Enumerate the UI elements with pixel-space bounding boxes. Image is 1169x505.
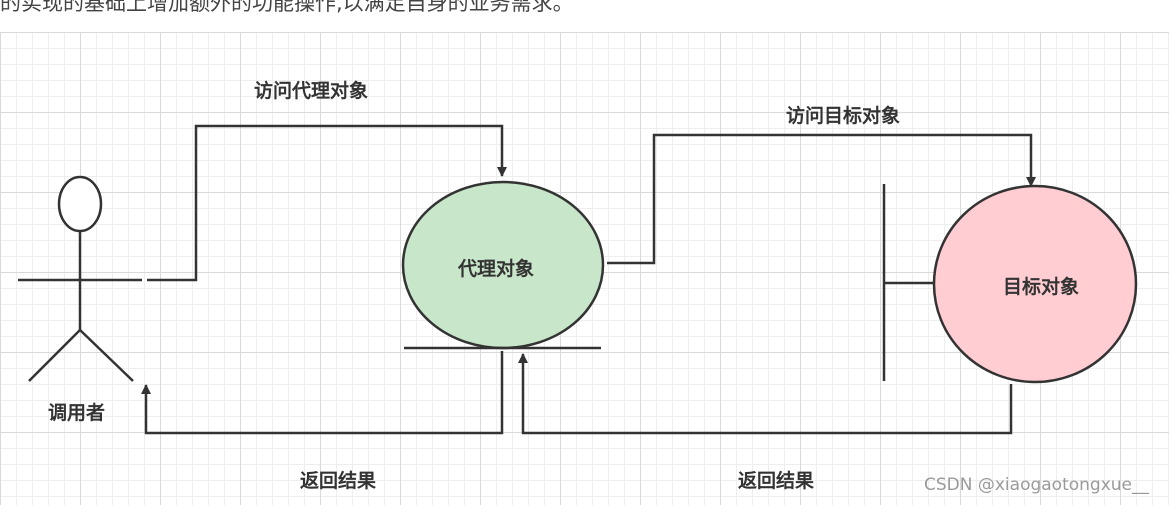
proxy-node xyxy=(401,180,605,350)
edge-target-to-proxy xyxy=(518,353,1013,435)
edge-caller-to-proxy xyxy=(147,124,507,282)
header-text: 的实现的基础上增加额外的功能操作,以满足自身的业务需求。 xyxy=(0,0,574,15)
edge-label-caller-to-proxy: 访问代理对象 xyxy=(254,80,369,102)
proxy-label: 代理对象 xyxy=(458,258,535,280)
actor-left-leg xyxy=(28,329,81,382)
actor-figure xyxy=(18,175,142,382)
watermark: CSDN @xiaogaotongxue__ xyxy=(924,475,1150,495)
target-label: 目标对象 xyxy=(1003,276,1080,298)
edge-label-proxy-to-target: 访问目标对象 xyxy=(786,105,901,127)
actor-right-leg xyxy=(79,329,134,382)
edge-proxy-to-caller xyxy=(141,351,504,435)
actor-head xyxy=(57,175,103,233)
edge-label-target-to-proxy: 返回结果 xyxy=(738,470,815,492)
edge-proxy-to-target xyxy=(607,133,1036,265)
actor-label: 调用者 xyxy=(48,402,106,424)
edge-label-proxy-to-caller: 返回结果 xyxy=(300,470,377,492)
